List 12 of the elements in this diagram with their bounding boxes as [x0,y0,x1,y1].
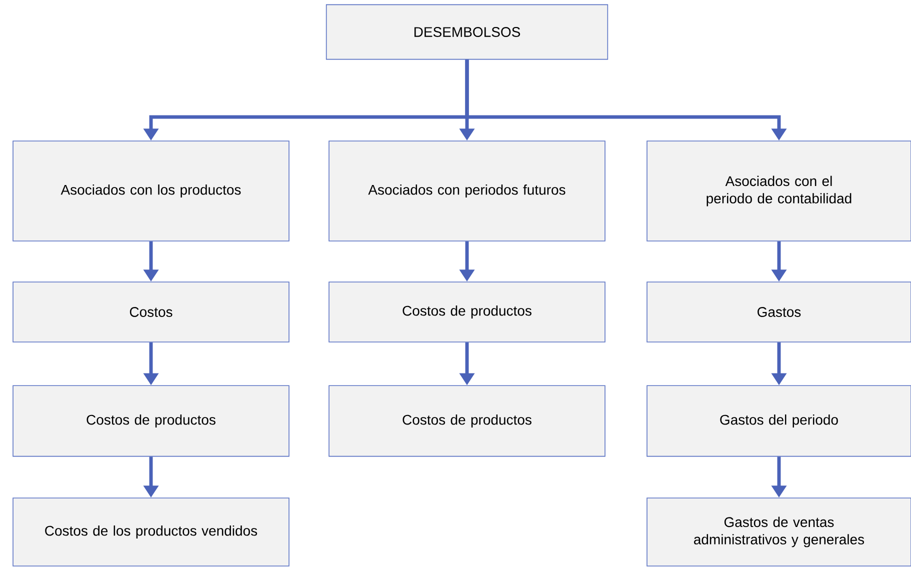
process-box: Asociados con los productos [12,140,290,242]
process-box: Costos de productos [328,282,606,342]
process-box: Gastos [646,282,911,342]
process-box: Costos de los productos vendidos [12,498,290,566]
process-box: Gastos del periodo [646,385,911,457]
process-box: Costos de productos [328,385,606,457]
process-box: DESEMBOLSOS [326,4,608,60]
process-box: Asociados con el periodo de contabilidad [646,140,911,242]
process-box: Costos de productos [12,385,290,457]
process-box: Gastos de ventas administrativos y generales [646,498,911,566]
process-box: Costos [12,282,290,342]
process-box: Asociados con periodos futuros [328,140,606,242]
